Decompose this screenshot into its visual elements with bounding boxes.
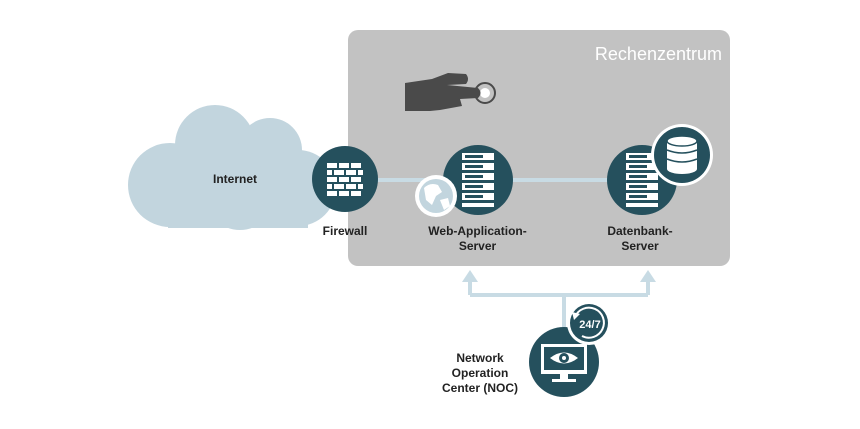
- web-server-label-line2: Server: [458, 239, 497, 253]
- noc-label-line1: Network: [456, 351, 504, 365]
- firewall-icon: [312, 146, 378, 212]
- noc-monitor-icon: [529, 327, 599, 397]
- noc-label-line3: Center (NOC): [441, 381, 518, 395]
- noc-label: Network Operation Center (NOC): [430, 351, 530, 396]
- globe-icon: [415, 175, 457, 217]
- web-server-icon: [443, 145, 513, 215]
- database-server-label: Datenbank- Server: [600, 224, 680, 254]
- web-server-label-line1: Web-Application-: [428, 224, 527, 238]
- noc-label-line2: Operation: [451, 366, 509, 380]
- availability-badge-text: 24/7: [579, 319, 600, 331]
- internet-cloud: [128, 105, 336, 230]
- web-server-label: Web-Application- Server: [410, 224, 545, 254]
- firewall-label: Firewall: [322, 224, 368, 238]
- connector-arrowheads: [462, 270, 656, 282]
- availability-24-7-icon: 24/7: [567, 301, 611, 345]
- database-icon: [651, 124, 713, 186]
- database-server-label-line2: Server: [621, 239, 659, 253]
- datacenter-title: Rechenzentrum: [594, 44, 722, 64]
- hand-pointer-icon: [405, 73, 496, 111]
- internet-label: Internet: [212, 172, 257, 186]
- database-server-label-line1: Datenbank-: [607, 224, 673, 238]
